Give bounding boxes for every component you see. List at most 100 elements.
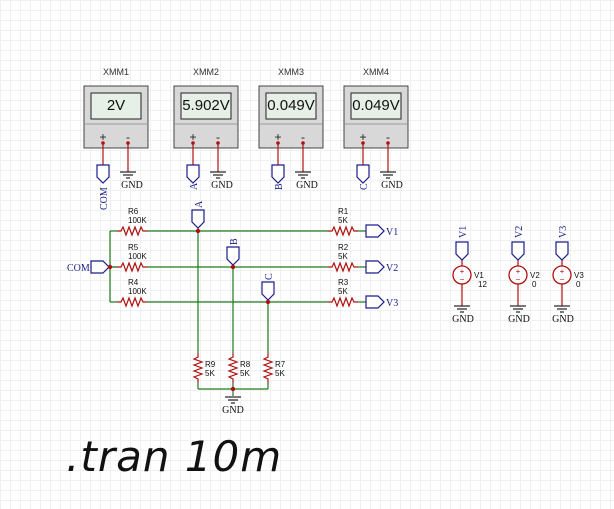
meter-reading: 0.049V [352,97,400,114]
meter-minus-label: - [386,130,390,144]
resistor-r5[interactable] [116,262,148,272]
source-ref: V1 [474,271,484,280]
gnd-label: GND [508,314,530,325]
net-flag-v2[interactable] [365,260,385,274]
voltage-source-v3[interactable]: + − [552,265,572,285]
resistor-ref: R8 [240,360,251,369]
net-flag-a-main[interactable] [191,209,205,229]
meter-plus-label: + [99,130,106,144]
ground-symbol [294,171,312,179]
gnd-label: GND [211,180,233,191]
resistor-r2[interactable] [327,262,359,272]
source-ref: V3 [574,271,584,280]
resistor-r8[interactable] [228,352,238,384]
voltage-source-v1[interactable]: + − [452,265,472,285]
meter-title: XMM3 [278,67,304,77]
meter-probe-label: COM [99,187,110,210]
resistor-ref: R5 [128,243,139,252]
resistor-ref: R2 [338,243,349,252]
spice-directive[interactable]: .tran 10m [66,432,283,481]
gnd-label: GND [452,314,474,325]
resistor-r9[interactable] [193,352,203,384]
meter-xmm1[interactable] [83,85,149,149]
resistor-value: 100K [128,252,147,261]
ground-symbol [553,305,571,313]
ground-symbol [379,171,397,179]
net-label-c: C [264,273,275,280]
source-net-label: V2 [514,226,525,238]
net-flag-c[interactable] [356,164,370,184]
resistor-r1[interactable] [327,226,359,236]
resistor-value: 100K [128,216,147,225]
resistor-r3[interactable] [327,297,359,307]
net-flag-c-main[interactable] [261,281,275,301]
net-flag-b[interactable] [271,164,285,184]
resistor-value: 5K [275,369,285,378]
resistor-ref: R7 [275,360,286,369]
meter-title: XMM1 [103,67,129,77]
source-flag-v3[interactable] [555,241,569,261]
resistor-r6[interactable] [116,226,148,236]
resistor-value: 5K [338,287,348,296]
svg-text:+: + [516,267,521,276]
gnd-label: GND [296,180,318,191]
resistor-ref: R3 [338,278,349,287]
net-label-b: B [229,238,240,245]
net-label-v1: V1 [386,227,398,238]
meter-minus-label: - [301,130,305,144]
meter-plus-label: + [359,130,366,144]
source-net-label: V1 [458,226,469,238]
resistor-r4[interactable] [116,297,148,307]
meter-reading: 2V [107,97,125,114]
svg-text:−: − [560,275,565,284]
meter-reading: 0.049V [267,97,315,114]
resistor-value: 5K [338,252,348,261]
meter-title: XMM4 [363,67,389,77]
net-flag-com-main[interactable] [90,260,110,274]
junction-dots [107,228,271,392]
meter-xmm2[interactable] [173,85,239,149]
source-value: 0 [576,280,581,289]
source-flag-v2[interactable] [511,241,525,261]
meter-xmm3[interactable] [258,85,324,149]
svg-text:−: − [516,275,521,284]
svg-text:−: − [460,275,465,284]
gnd-label: GND [222,405,244,416]
net-flag-v3[interactable] [365,295,385,309]
gnd-label: GND [552,314,574,325]
resistor-value: 5K [240,369,250,378]
svg-text:+: + [460,267,465,276]
meter-plus-label: + [189,130,196,144]
resistor-r7[interactable] [263,352,273,384]
ground-symbol [509,305,527,313]
source-wires [461,260,563,306]
source-ref: V2 [530,271,540,280]
net-flag-b-main[interactable] [226,246,240,266]
ground-symbol [224,396,242,404]
meter-terminal-dots [101,141,390,145]
source-value: 12 [478,280,487,289]
net-flag-com[interactable] [96,164,110,184]
voltage-source-v2[interactable]: + − [508,265,528,285]
svg-text:+: + [560,267,565,276]
meter-title: XMM2 [193,67,219,77]
net-label-com: COM [67,263,90,274]
meter-probe-label: B [274,183,285,190]
meter-probe-wires [102,143,389,172]
meter-xmm4[interactable] [343,85,409,149]
gnd-label: GND [121,180,143,191]
source-net-label: V3 [558,226,569,238]
net-label-a: A [194,200,205,208]
resistor-ref: R4 [128,278,139,287]
resistor-value: 5K [338,216,348,225]
source-flag-v1[interactable] [455,241,469,261]
meter-plus-label: + [274,130,281,144]
resistor-value: 5K [205,369,215,378]
net-flag-a[interactable] [186,164,200,184]
gnd-label: GND [381,180,403,191]
net-flag-v1[interactable] [365,224,385,238]
ground-symbol [119,171,137,179]
resistor-value: 100K [128,287,147,296]
ground-symbol [453,305,471,313]
